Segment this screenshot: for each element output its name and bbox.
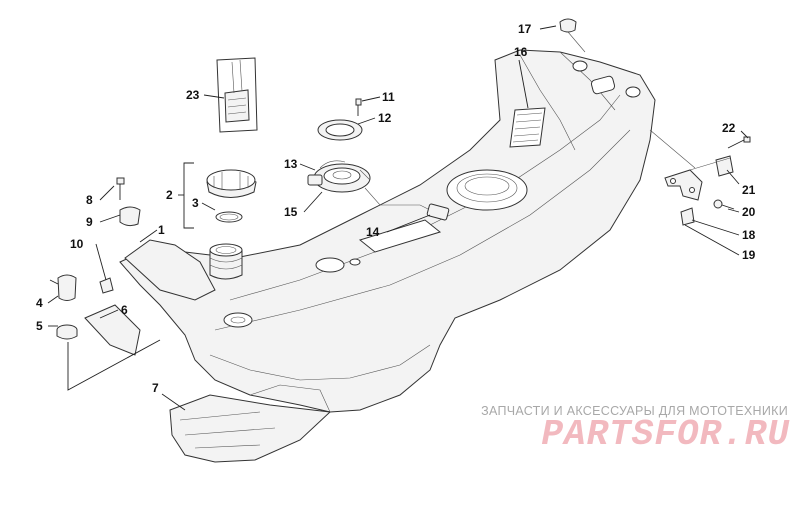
- watermark-logo: PARTSFOR.RU: [541, 414, 790, 455]
- shield-7-part: [169, 394, 332, 463]
- gasket-part: [317, 119, 363, 141]
- watermark-caption: ЗАПЧАСТИ И АКСЕССУАРЫ ДЛЯ МОТОТЕХНИКИ: [481, 404, 788, 418]
- callout-7: 7: [152, 381, 159, 395]
- callout-21: 21: [742, 183, 756, 197]
- sensor-part: [216, 57, 258, 133]
- callout-23: 23: [186, 88, 200, 102]
- filler-cap-part: [206, 169, 257, 198]
- callout-6: 6: [121, 303, 128, 317]
- callout-20: 20: [742, 205, 756, 219]
- callout-11: 11: [382, 90, 395, 104]
- callout-2: 2: [166, 188, 173, 202]
- callout-10: 10: [70, 237, 84, 251]
- callout-17: 17: [518, 22, 532, 36]
- callout-15: 15: [284, 205, 298, 219]
- fuel-pump-part: [307, 160, 431, 211]
- screw-22-part: [727, 136, 751, 149]
- bushing-21-part: [715, 155, 734, 177]
- screw-11-part: [355, 98, 362, 116]
- callout-12: 12: [378, 111, 392, 125]
- filler-neck: [209, 243, 243, 280]
- washer-5-part: [56, 324, 78, 340]
- callout-5: 5: [36, 319, 43, 333]
- callout-9: 9: [86, 215, 93, 229]
- callout-14: 14: [366, 225, 380, 239]
- callout-1: 1: [158, 223, 165, 237]
- clip-18-part: [680, 207, 695, 226]
- connector-part: [426, 203, 450, 221]
- callout-3: 3: [192, 196, 199, 210]
- panel-6-part: [84, 304, 141, 356]
- leader-lines: [47, 25, 749, 411]
- screw-8-part: [116, 177, 125, 200]
- callout-16: 16: [514, 45, 528, 59]
- callout-4: 4: [36, 296, 43, 310]
- cap-17-part: [559, 18, 577, 33]
- callout-19: 19: [742, 248, 756, 262]
- bolt-4-part: [49, 274, 77, 301]
- clip-10-part: [99, 277, 114, 294]
- callout-labels: 1 2 3 4 5 6 7 8 9 10 11 12 13 14 15 16 1…: [36, 22, 756, 395]
- clamp-9-part: [119, 206, 141, 227]
- callout-13: 13: [284, 157, 298, 171]
- callout-22: 22: [722, 121, 736, 135]
- callout-8: 8: [86, 193, 93, 207]
- front-bracket: [124, 239, 216, 301]
- right-bracket-part: [664, 169, 703, 201]
- fuel-tank-body: [119, 49, 656, 413]
- screw-20-part: [713, 199, 735, 210]
- callout-18: 18: [742, 228, 756, 242]
